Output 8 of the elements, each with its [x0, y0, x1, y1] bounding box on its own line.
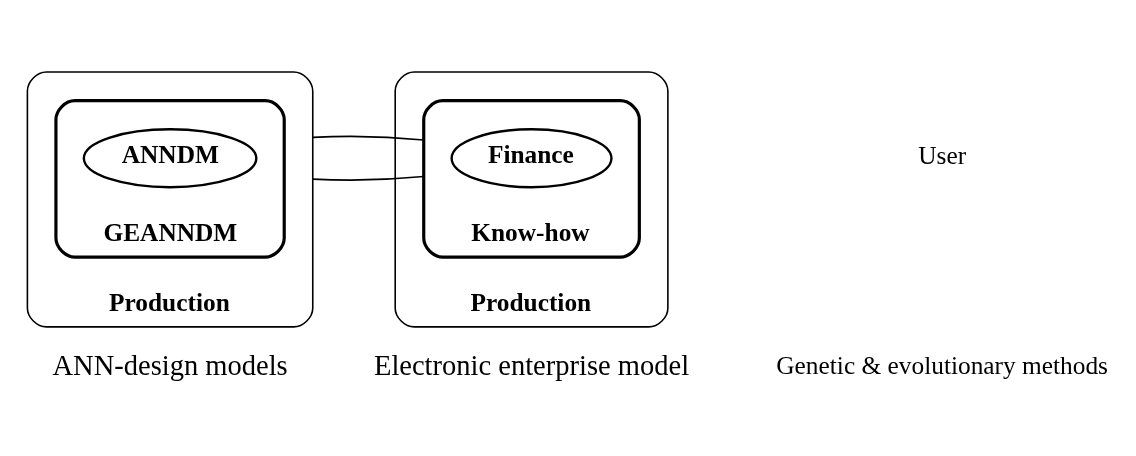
node-label: ANN-design models	[52, 350, 288, 382]
connector	[311, 175, 425, 181]
label: User	[918, 141, 967, 170]
node-ellipse: Finance	[450, 128, 613, 189]
connector	[311, 135, 425, 141]
node-ellipse: ANNDM	[82, 128, 258, 189]
label: Genetic & evolutionary methods	[776, 351, 1108, 380]
node-label: Electronic enterprise model	[373, 350, 690, 382]
